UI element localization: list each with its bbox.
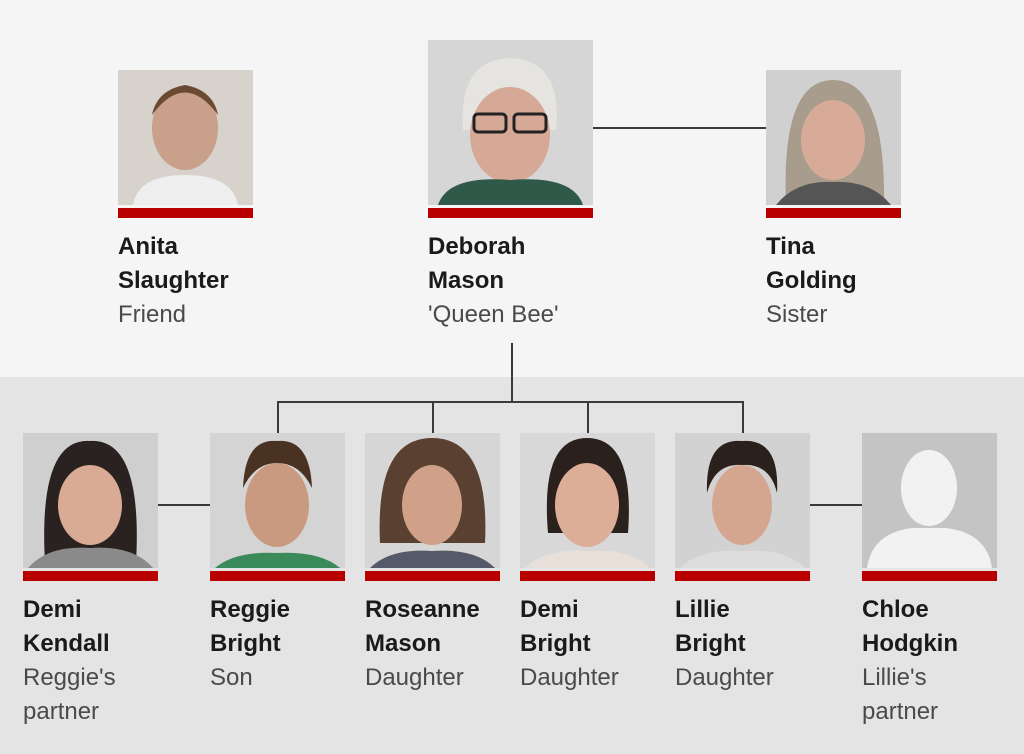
photo (428, 40, 593, 205)
connector-lillie (742, 401, 744, 433)
children-section-background (0, 377, 1024, 754)
connector-deborah-tina (593, 127, 766, 129)
portrait-icon (438, 58, 583, 205)
photo (365, 433, 500, 568)
silhouette-placeholder-icon (867, 450, 992, 568)
photo (675, 433, 810, 568)
red-bar (118, 208, 253, 218)
photo (210, 433, 345, 568)
person-role: Daughter (520, 664, 619, 691)
portrait-icon (28, 440, 153, 568)
photo (766, 70, 901, 205)
connector-roseanne (432, 401, 434, 433)
photo (118, 70, 253, 205)
portrait-icon (776, 80, 891, 205)
photo (520, 433, 655, 568)
photo (23, 433, 158, 568)
person-role: Daughter (675, 664, 774, 691)
portrait-icon (133, 85, 238, 205)
photo (862, 433, 997, 568)
connector-reggie (277, 401, 279, 433)
connector-demi-kendall-reggie (158, 504, 210, 506)
portrait-icon (370, 438, 495, 568)
portrait-icon (215, 440, 340, 568)
red-bar (23, 571, 158, 581)
connector-demi-bright (587, 401, 589, 433)
red-bar (862, 571, 997, 581)
connector-deborah-down (511, 343, 513, 403)
person-role: 'Queen Bee' (428, 301, 559, 328)
portrait-icon (680, 440, 805, 568)
red-bar (520, 571, 655, 581)
red-bar (675, 571, 810, 581)
red-bar (210, 571, 345, 581)
red-bar (766, 208, 901, 218)
person-role: Sister (766, 301, 828, 328)
red-bar (365, 571, 500, 581)
person-role: Daughter (365, 664, 464, 691)
portrait-icon (525, 438, 650, 568)
connector-lillie-chloe (810, 504, 862, 506)
red-bar (428, 208, 593, 218)
person-role: Friend (118, 301, 187, 328)
person-role: Son (210, 664, 253, 691)
connector-children-horizontal (277, 401, 744, 403)
